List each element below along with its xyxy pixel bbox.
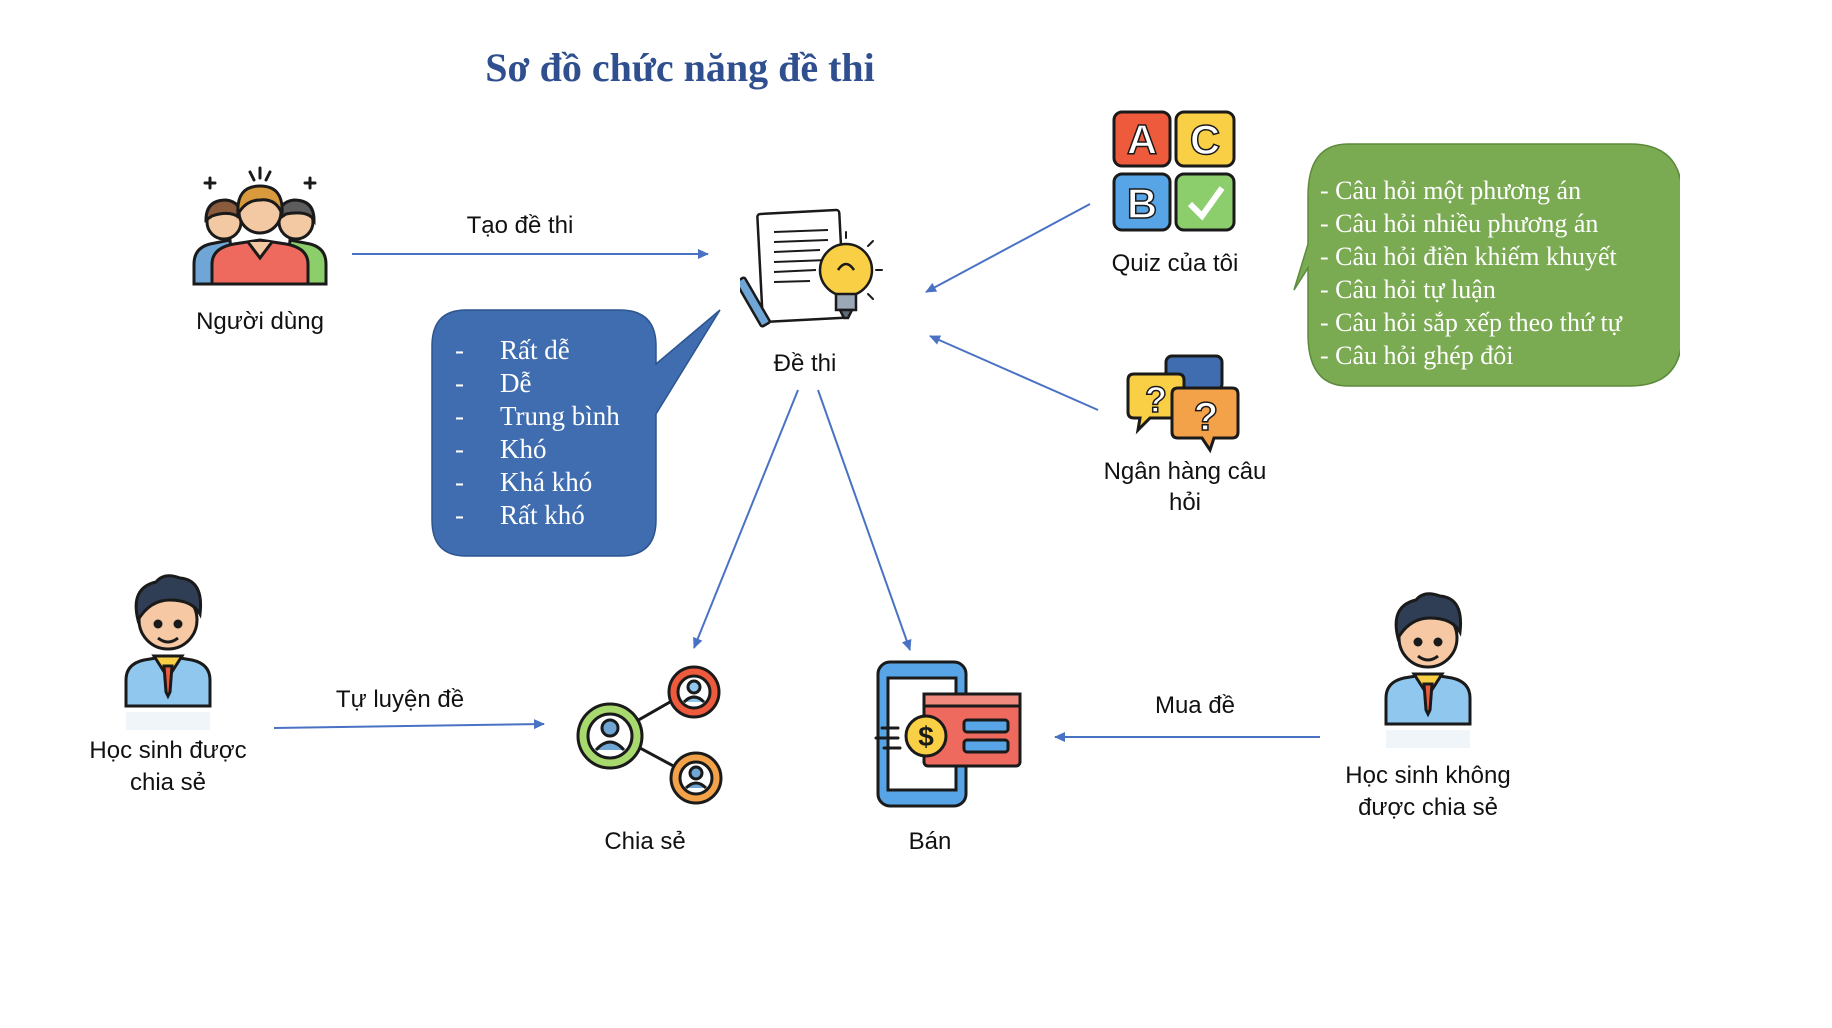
users-group-icon — [192, 166, 328, 286]
sell-payment-icon: $ — [874, 660, 1022, 808]
list-item: - Câu hỏi sắp xếp theo thứ tự — [1320, 308, 1622, 337]
arrow-exam-to-share — [693, 389, 799, 649]
node-label-unshared-student: Học sinh không được chia sẻ — [1345, 762, 1511, 821]
list-item: -Trung bình — [455, 401, 620, 431]
student-icon — [124, 574, 212, 730]
list-item: - Câu hỏi nhiều phương án — [1320, 209, 1599, 238]
question-bank-icon: ? ? — [1126, 354, 1240, 454]
question-types-bubble — [1293, 143, 1680, 387]
arrow-exam-to-sell — [817, 389, 912, 651]
diagram-title: Sơ đồ chức năng đề thi — [485, 45, 875, 90]
arrow-quiz-to-exam — [925, 203, 1091, 293]
difficulty-list: -Rất dễ -Dễ -Trung bình -Khó -Khá khó -R… — [455, 334, 620, 532]
arrow-student-to-share — [273, 719, 545, 730]
svg-text:C: C — [1190, 116, 1220, 163]
question-types-list: - Câu hỏi một phương án - Câu hỏi nhiều … — [1320, 174, 1622, 372]
node-label-user: Người dùng — [196, 308, 324, 335]
node-label-share: Chia sẻ — [604, 828, 686, 855]
list-item: -Rất khó — [455, 500, 585, 530]
list-item: -Rất dễ — [455, 335, 570, 365]
edge-label-practice: Tự luyện đề — [335, 686, 465, 713]
edge-label-create-exam: Tạo đề thi — [466, 212, 574, 239]
node-label-shared-student: Học sinh được chia sẻ — [89, 737, 247, 796]
list-item: - Câu hỏi tự luận — [1320, 275, 1496, 304]
svg-text:A: A — [1127, 116, 1157, 163]
list-item: - Câu hỏi ghép đôi — [1320, 341, 1514, 370]
list-item: - Câu hỏi điền khiếm khuyết — [1320, 242, 1617, 271]
list-item: -Khá khó — [455, 467, 593, 497]
quiz-abc-icon: A C B — [1112, 110, 1236, 232]
student-icon — [1384, 592, 1472, 748]
svg-text:$: $ — [918, 721, 934, 752]
difficulty-bubble — [431, 309, 721, 557]
list-item: - Câu hỏi một phương án — [1320, 176, 1582, 205]
node-label-question-bank: Ngân hàng câu hỏi — [1103, 458, 1267, 516]
exam-document-icon — [740, 208, 883, 328]
node-label-quiz: Quiz của tôi — [1111, 250, 1239, 277]
svg-text:?: ? — [1145, 379, 1167, 420]
svg-text:?: ? — [1194, 395, 1218, 439]
node-label-exam: Đề thi — [773, 350, 837, 377]
arrow-bank-to-exam — [929, 335, 1099, 411]
edge-label-buy: Mua đề — [1154, 692, 1236, 719]
node-label-sell: Bán — [908, 828, 952, 855]
share-network-icon — [576, 665, 723, 805]
list-item: -Dễ — [455, 368, 532, 398]
list-item: -Khó — [455, 434, 547, 464]
svg-text:B: B — [1127, 180, 1157, 227]
